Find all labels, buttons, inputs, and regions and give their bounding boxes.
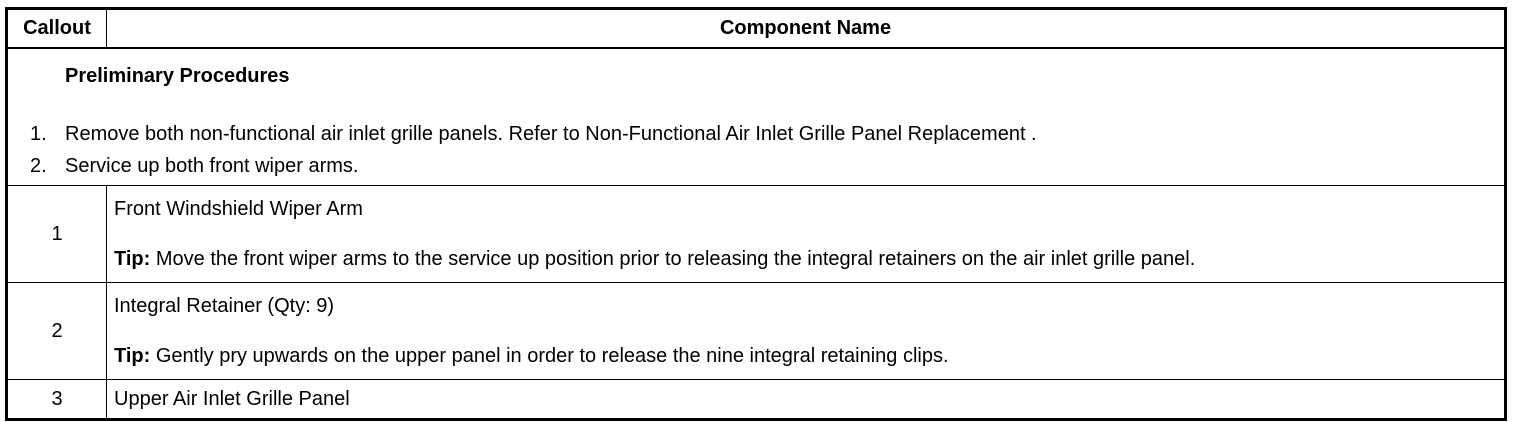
- component-table: Callout Component Name Preliminary Proce…: [5, 7, 1507, 421]
- callout-cell: 3: [6, 379, 107, 420]
- component-cell: Upper Air Inlet Grille Panel: [106, 379, 1506, 420]
- step-item: 1. Remove both non-functional air inlet g…: [30, 118, 1037, 150]
- tip-body: Move the front wiper arms to the service…: [150, 247, 1196, 270]
- step-item: 2. Service up both front wiper arms.: [30, 150, 1037, 182]
- callout-cell: 1: [6, 185, 107, 283]
- table-row: 1 Front Windshield Wiper Arm Tip: Move t…: [6, 185, 1506, 283]
- tip-body: Gently pry upwards on the upper panel in…: [150, 344, 949, 367]
- tip-label: Tip:: [114, 344, 151, 367]
- component-name-header: Component Name: [106, 8, 1506, 49]
- preliminary-title: Preliminary Procedures: [65, 65, 290, 87]
- component-name: Front Windshield Wiper Arm: [114, 197, 363, 220]
- step-number: 2.: [30, 155, 47, 177]
- preliminary-cell: Preliminary Procedures 1. Remove both non…: [6, 47, 1506, 186]
- step-text: Service up both front wiper arms.: [65, 155, 359, 177]
- component-cell: Front Windshield Wiper Arm Tip: Move the…: [106, 185, 1506, 283]
- table-row: 2 Integral Retainer (Qty: 9) Tip: Gently…: [6, 282, 1506, 380]
- step-number: 1.: [30, 123, 47, 145]
- component-name: Integral Retainer (Qty: 9): [114, 294, 335, 317]
- tip-label: Tip:: [114, 247, 151, 270]
- preliminary-steps: 1. Remove both non-functional air inlet g…: [30, 118, 1037, 182]
- component-name: Upper Air Inlet Grille Panel: [114, 387, 350, 410]
- preliminary-row: Preliminary Procedures 1. Remove both non…: [6, 47, 1506, 186]
- callout-header: Callout: [6, 8, 107, 49]
- component-cell: Integral Retainer (Qty: 9) Tip: Gently p…: [106, 282, 1506, 380]
- header-row: Callout Component Name: [6, 8, 1506, 49]
- table-row: 3 Upper Air Inlet Grille Panel: [6, 379, 1506, 420]
- callout-cell: 2: [6, 282, 107, 380]
- step-text: Remove both non-functional air inlet gri…: [65, 123, 1037, 145]
- tip-text: Tip: Move the front wiper arms to the se…: [114, 248, 1504, 271]
- tip-text: Tip: Gently pry upwards on the upper pan…: [114, 345, 1504, 368]
